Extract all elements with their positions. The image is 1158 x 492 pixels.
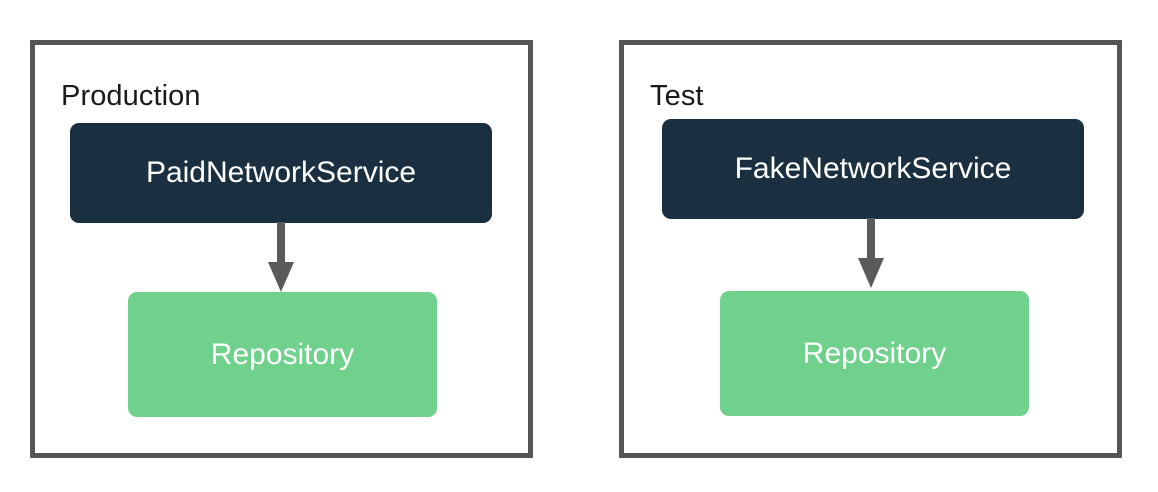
container-title-test: Test: [650, 80, 704, 112]
node-fake-network-service[interactable]: FakeNetworkService: [662, 119, 1084, 219]
container-title-production: Production: [61, 80, 201, 112]
container-production: Production PaidNetworkService Repository: [30, 40, 533, 458]
arrow-down-icon: [268, 222, 294, 292]
node-label: Repository: [210, 337, 355, 371]
edge-service-to-repository-test: [856, 218, 886, 290]
container-test: Test FakeNetworkService Repository: [619, 40, 1122, 458]
node-label: PaidNetworkService: [145, 156, 417, 189]
node-repository-production[interactable]: Repository: [128, 292, 437, 417]
arrow-down-icon: [858, 218, 884, 288]
node-label: Repository: [802, 336, 947, 370]
node-repository-test[interactable]: Repository: [720, 291, 1029, 416]
node-paid-network-service[interactable]: PaidNetworkService: [70, 123, 492, 223]
node-label: FakeNetworkService: [734, 152, 1012, 185]
edge-service-to-repository-production: [266, 222, 296, 294]
